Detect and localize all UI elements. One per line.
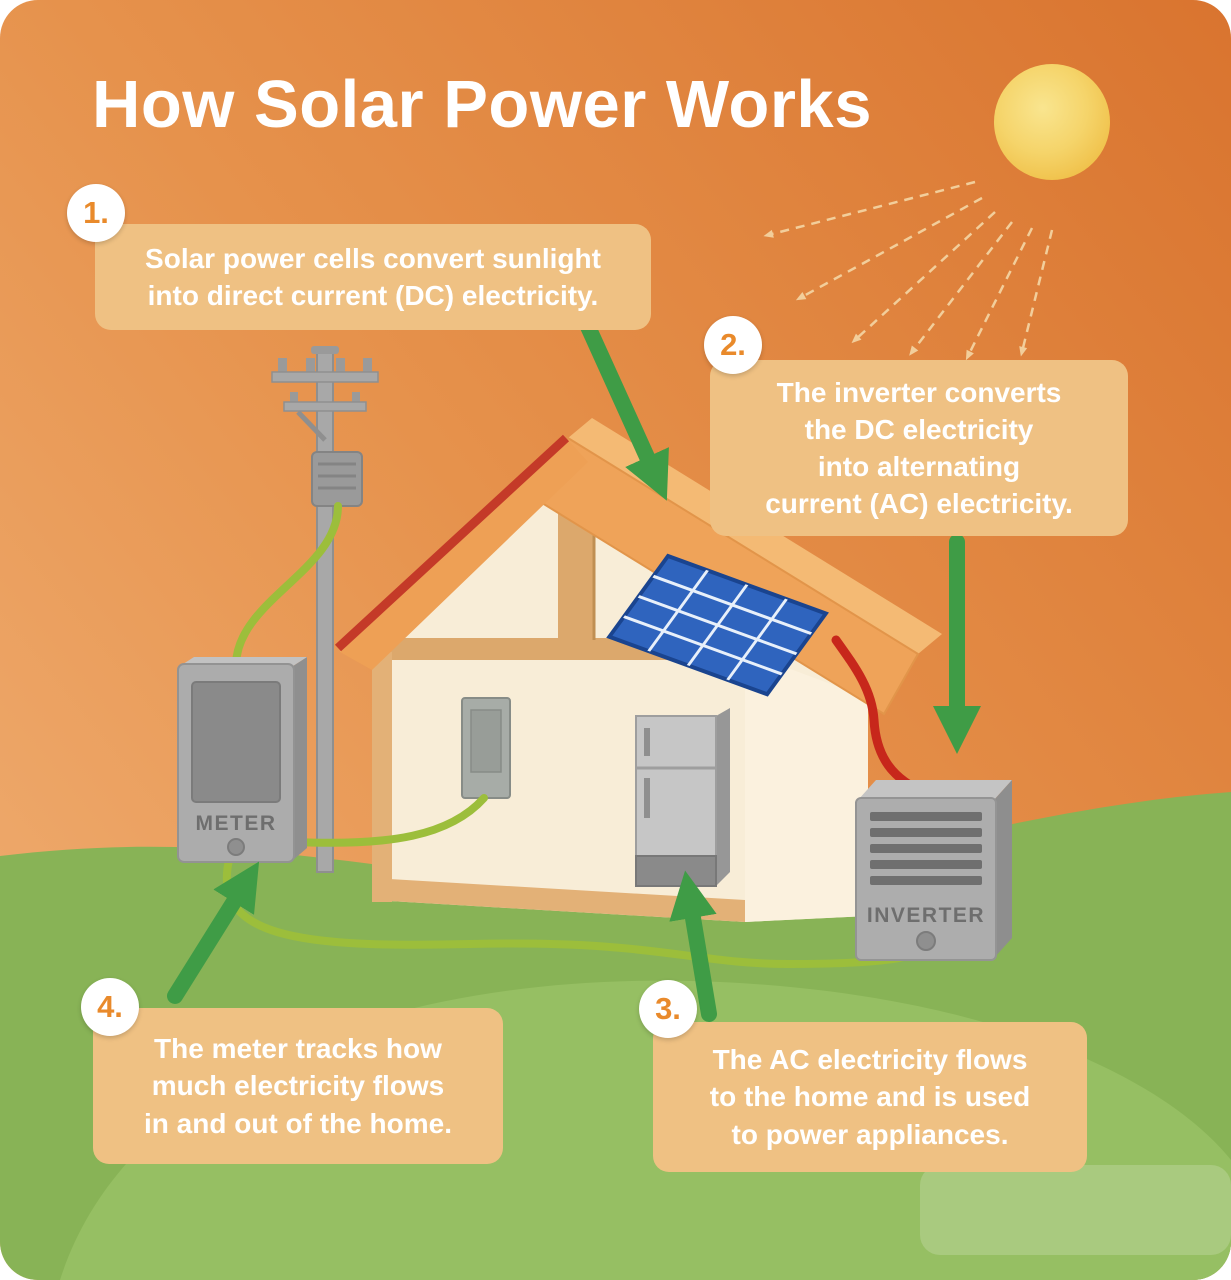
step-1-text: Solar power cells convert sunlight into … <box>145 242 601 311</box>
inverter-label: INVERTER <box>867 904 985 927</box>
sun-icon <box>994 64 1110 180</box>
refrigerator-icon <box>635 708 730 887</box>
page-title: How Solar Power Works <box>92 67 872 142</box>
arrow-step-3 <box>669 870 717 1022</box>
electrical-panel-icon <box>461 697 511 799</box>
transformer-icon <box>311 451 363 507</box>
sun-rays <box>763 180 1054 361</box>
step-1-badge: 1. <box>67 184 125 242</box>
wire-pole-to-meter <box>232 502 342 668</box>
meter-label: METER <box>196 812 277 835</box>
wire-meter-to-house <box>292 794 488 847</box>
step-4-badge: 4. <box>81 978 139 1036</box>
utility-pole-icon <box>271 346 379 873</box>
wire-solar-to-inverter <box>831 635 933 799</box>
step-2-text: The inverter converts the DC electricity… <box>765 376 1073 520</box>
inverter-icon: INVERTER <box>855 780 1012 961</box>
wire-meter-to-inverter <box>222 852 930 969</box>
meter-screen <box>191 681 281 803</box>
step-4-text: The meter tracks how much electricity fl… <box>144 1033 452 1139</box>
step-arrows <box>167 312 981 1022</box>
step-2-badge: 2. <box>704 316 762 374</box>
light-patch <box>920 1165 1231 1255</box>
arrow-step-4 <box>167 861 260 1004</box>
arrow-step-1 <box>577 312 669 501</box>
solar-panel-icon <box>606 553 829 697</box>
roof-left-slope <box>340 440 588 670</box>
step-3-badge: 3. <box>639 980 697 1038</box>
roof-ridge-edge <box>334 434 570 652</box>
meter-icon: METER <box>177 657 307 863</box>
step-3-text: The AC electricity flows to the home and… <box>709 1044 1031 1150</box>
step-2-callout: 2. The inverter converts the DC electric… <box>704 316 1128 536</box>
step-4-callout: 4. The meter tracks how much electricity… <box>81 978 503 1164</box>
step-3-callout: 3. The AC electricity flows to the home … <box>639 980 1087 1172</box>
step-1-callout: 1. Solar power cells convert sunlight in… <box>67 184 651 330</box>
